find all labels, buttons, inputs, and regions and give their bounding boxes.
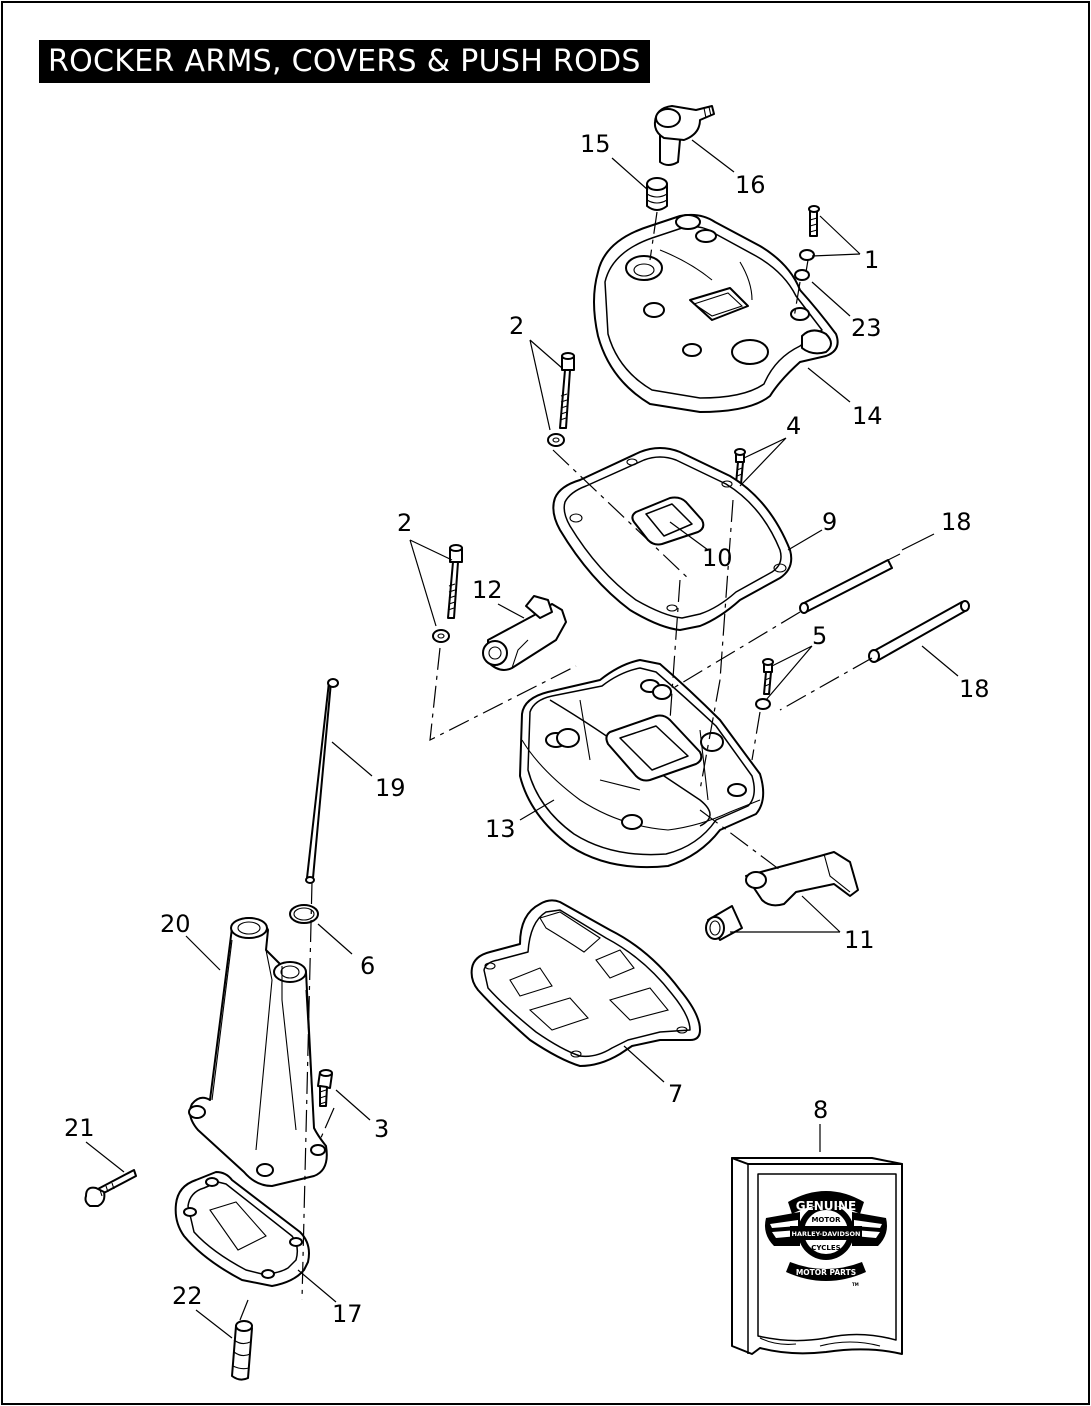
callout-1: 1 — [864, 246, 879, 274]
callout-8: 8 — [813, 1096, 828, 1124]
rocker-shaft-lower-part — [868, 600, 970, 663]
callout-23: 23 — [851, 314, 882, 342]
logo-cycles-text: CYCLES — [811, 1244, 840, 1252]
rocker-arm-right-part — [745, 851, 859, 907]
logo-harley-davidson-text: HARLEY-DAVIDSON — [792, 1230, 861, 1238]
logo-tm-text: TM — [852, 1282, 859, 1287]
base-gasket-part — [470, 899, 701, 1067]
callout-7: 7 — [668, 1080, 683, 1108]
callout-5: 5 — [812, 622, 827, 650]
assembly-lines — [239, 211, 873, 1321]
callout-6: 6 — [360, 952, 375, 980]
callout-3: 3 — [374, 1115, 389, 1143]
callout-16: 16 — [735, 171, 766, 199]
callout-10: 10 — [702, 544, 733, 572]
genuine-motor-parts-logo: GENUINE MOTOR HARLEY-DAVIDSON CYCLES MOT… — [765, 1191, 887, 1287]
screw-and-washers-part — [794, 205, 820, 281]
grommet-part — [646, 177, 668, 211]
callout-2-lower: 2 — [397, 509, 412, 537]
lifter-cover-part — [174, 1171, 310, 1287]
push-rod-cover-part — [188, 917, 328, 1187]
rocker-arm-left-part — [482, 595, 567, 671]
lower-rocker-cover-part — [519, 659, 765, 869]
callout-18-upper: 18 — [941, 508, 972, 536]
callout-4: 4 — [786, 412, 801, 440]
long-bolt-upper-part — [547, 352, 575, 447]
breather-fitting-part — [653, 105, 715, 166]
callout-9: 9 — [822, 508, 837, 536]
logo-motor-text: MOTOR — [811, 1216, 841, 1224]
callout-14: 14 — [852, 402, 883, 430]
screw-21-part — [84, 1169, 137, 1207]
callout-19: 19 — [375, 774, 406, 802]
logo-motor-parts-text: MOTOR PARTS — [796, 1268, 856, 1277]
diagram-title: ROCKER ARMS, COVERS & PUSH RODS — [39, 40, 650, 83]
leader-lines — [85, 139, 959, 1339]
push-rod-part — [305, 678, 339, 884]
callout-18-lower: 18 — [959, 675, 990, 703]
long-bolt-lower-part — [432, 544, 463, 643]
callout-numbers: 15 16 1 23 14 2 4 9 10 18 2 12 5 18 19 1… — [64, 130, 990, 1328]
bolt-5-part — [755, 658, 774, 710]
callout-15: 15 — [580, 130, 611, 158]
logo-genuine-text: GENUINE — [796, 1199, 857, 1213]
callout-17: 17 — [332, 1300, 363, 1328]
callout-20: 20 — [160, 910, 191, 938]
callout-2-upper: 2 — [509, 312, 524, 340]
callout-13: 13 — [485, 815, 516, 843]
rocker-shaft-upper-part — [799, 553, 901, 614]
screw-3-part — [317, 1069, 333, 1107]
callout-21: 21 — [64, 1114, 95, 1142]
callout-11: 11 — [844, 926, 875, 954]
hydraulic-lifter-part — [231, 1320, 253, 1381]
upper-rocker-cover-part — [593, 213, 839, 413]
callout-22: 22 — [172, 1282, 203, 1310]
bushing-part — [705, 905, 743, 941]
callout-12: 12 — [472, 576, 503, 604]
o-ring-part — [289, 904, 319, 924]
